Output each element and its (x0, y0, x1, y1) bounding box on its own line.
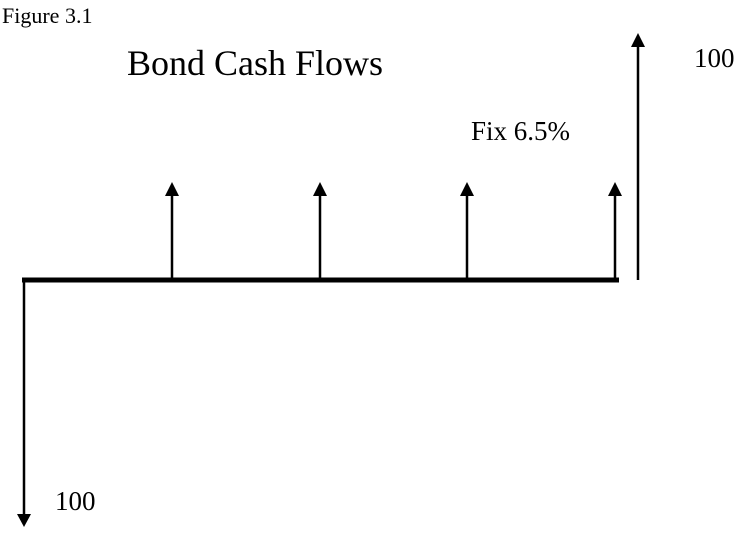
coupon-arrow-1 (165, 182, 179, 280)
diagram-title: Bond Cash Flows (127, 43, 384, 83)
initial-outflow-arrow (17, 280, 31, 527)
figure-label: Figure 3.1 (2, 3, 93, 28)
principal-return-label: 100 (694, 43, 735, 73)
coupon-rate-label: Fix 6.5% (471, 116, 571, 146)
coupon-arrow-4 (608, 182, 622, 280)
principal-return-arrow (631, 33, 645, 280)
coupon-arrow-3 (460, 182, 474, 280)
coupon-arrow-2 (313, 182, 327, 280)
initial-investment-label: 100 (55, 486, 96, 516)
